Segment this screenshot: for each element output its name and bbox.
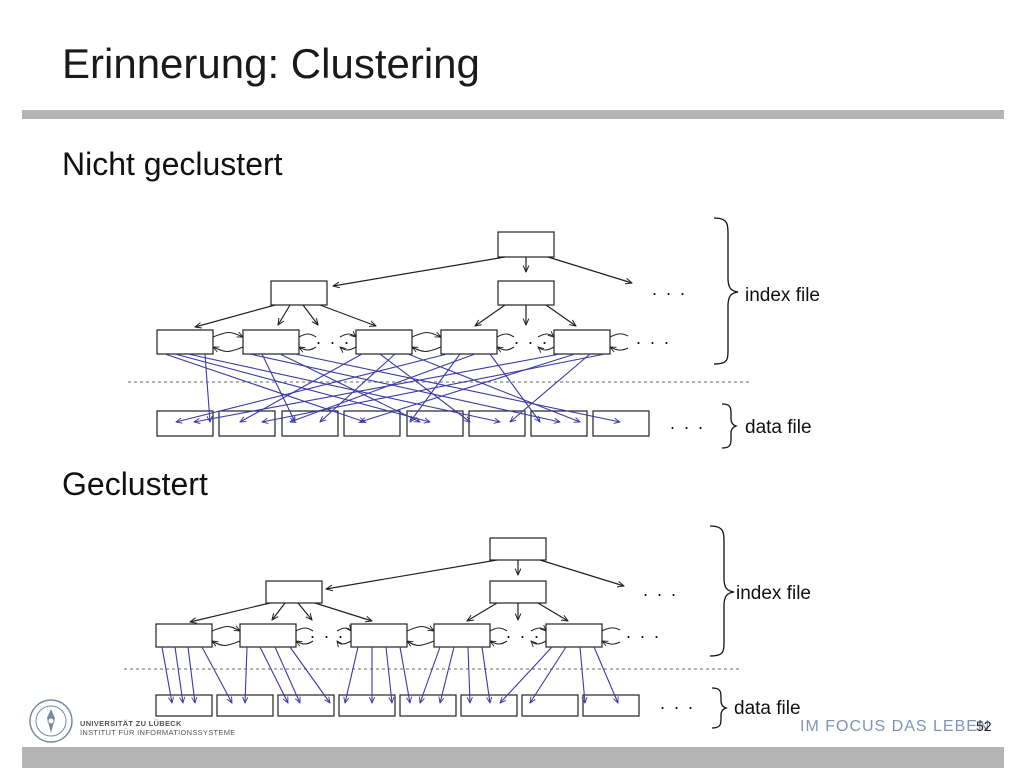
data-page	[406, 410, 464, 437]
leaf-node	[355, 329, 413, 355]
heading-clustered: Geclustert	[62, 466, 208, 502]
data-file-pages	[156, 410, 650, 437]
ellipsis-mark: . . .	[506, 622, 541, 642]
footer-bar	[22, 747, 1004, 768]
leaf-node	[553, 329, 611, 355]
leaf-node	[155, 623, 213, 648]
slide-title: Erinnerung: Clustering	[62, 40, 480, 87]
root-node	[489, 537, 547, 561]
data-file-pages	[155, 694, 640, 717]
ellipsis-mark: . . .	[660, 693, 695, 713]
leaf-node	[242, 329, 300, 355]
data-page	[530, 410, 588, 437]
data-file-label: data file	[745, 417, 812, 438]
ellipsis-mark: . . .	[670, 413, 705, 433]
data-page	[399, 694, 457, 717]
data-page	[155, 694, 213, 717]
heading-unclustered: Nicht geclustert	[62, 146, 283, 182]
leaf-node	[239, 623, 297, 648]
ellipsis-mark: . . .	[652, 279, 687, 299]
data-page	[277, 694, 335, 717]
page-number: 52	[976, 718, 992, 734]
inner-node	[270, 280, 328, 306]
inner-node	[489, 580, 547, 604]
data-file-label: data file	[734, 698, 801, 719]
university-seal-icon	[29, 699, 73, 743]
clustered-pointers	[161, 646, 618, 703]
ellipsis-mark: . . .	[514, 328, 549, 348]
leaf-node	[350, 623, 408, 648]
ellipsis-mark: . . .	[310, 622, 345, 642]
data-page	[338, 694, 396, 717]
index-file-label: index file	[745, 285, 820, 306]
unclustered-pointers	[164, 353, 620, 422]
root-node	[497, 231, 555, 258]
clustered-tree: . . . . . . . . . . . . . . .	[124, 525, 811, 729]
inner-node	[265, 580, 323, 604]
leaf-node	[440, 329, 498, 355]
data-page	[468, 410, 526, 437]
brace	[713, 217, 739, 365]
brace	[711, 687, 729, 729]
university-name: UNIVERSITÄT ZU LÜBECK	[80, 719, 182, 728]
data-page	[592, 410, 650, 437]
ellipsis-mark: . . .	[316, 328, 351, 348]
ellipsis-mark: . . .	[626, 622, 661, 642]
leaf-node	[433, 623, 491, 648]
data-page	[343, 410, 401, 437]
brace	[709, 525, 735, 657]
institute-name: INSTITUT FÜR INFORMATIONSSYSTEME	[80, 728, 236, 737]
leaf-node	[156, 329, 214, 355]
ellipsis-mark: . . .	[643, 580, 678, 600]
ellipsis-mark: . . .	[636, 328, 671, 348]
brace	[721, 403, 739, 449]
index-file-label: index file	[736, 583, 811, 604]
unclustered-tree: . . . . . . . . . . . . . . .	[128, 217, 820, 449]
data-page	[218, 410, 276, 437]
data-page	[582, 694, 640, 717]
leaf-node	[545, 623, 603, 648]
title-divider	[22, 110, 1004, 119]
data-page	[521, 694, 579, 717]
slogan: IM FOCUS DAS LEBEN	[800, 718, 991, 735]
inner-node	[497, 280, 555, 306]
